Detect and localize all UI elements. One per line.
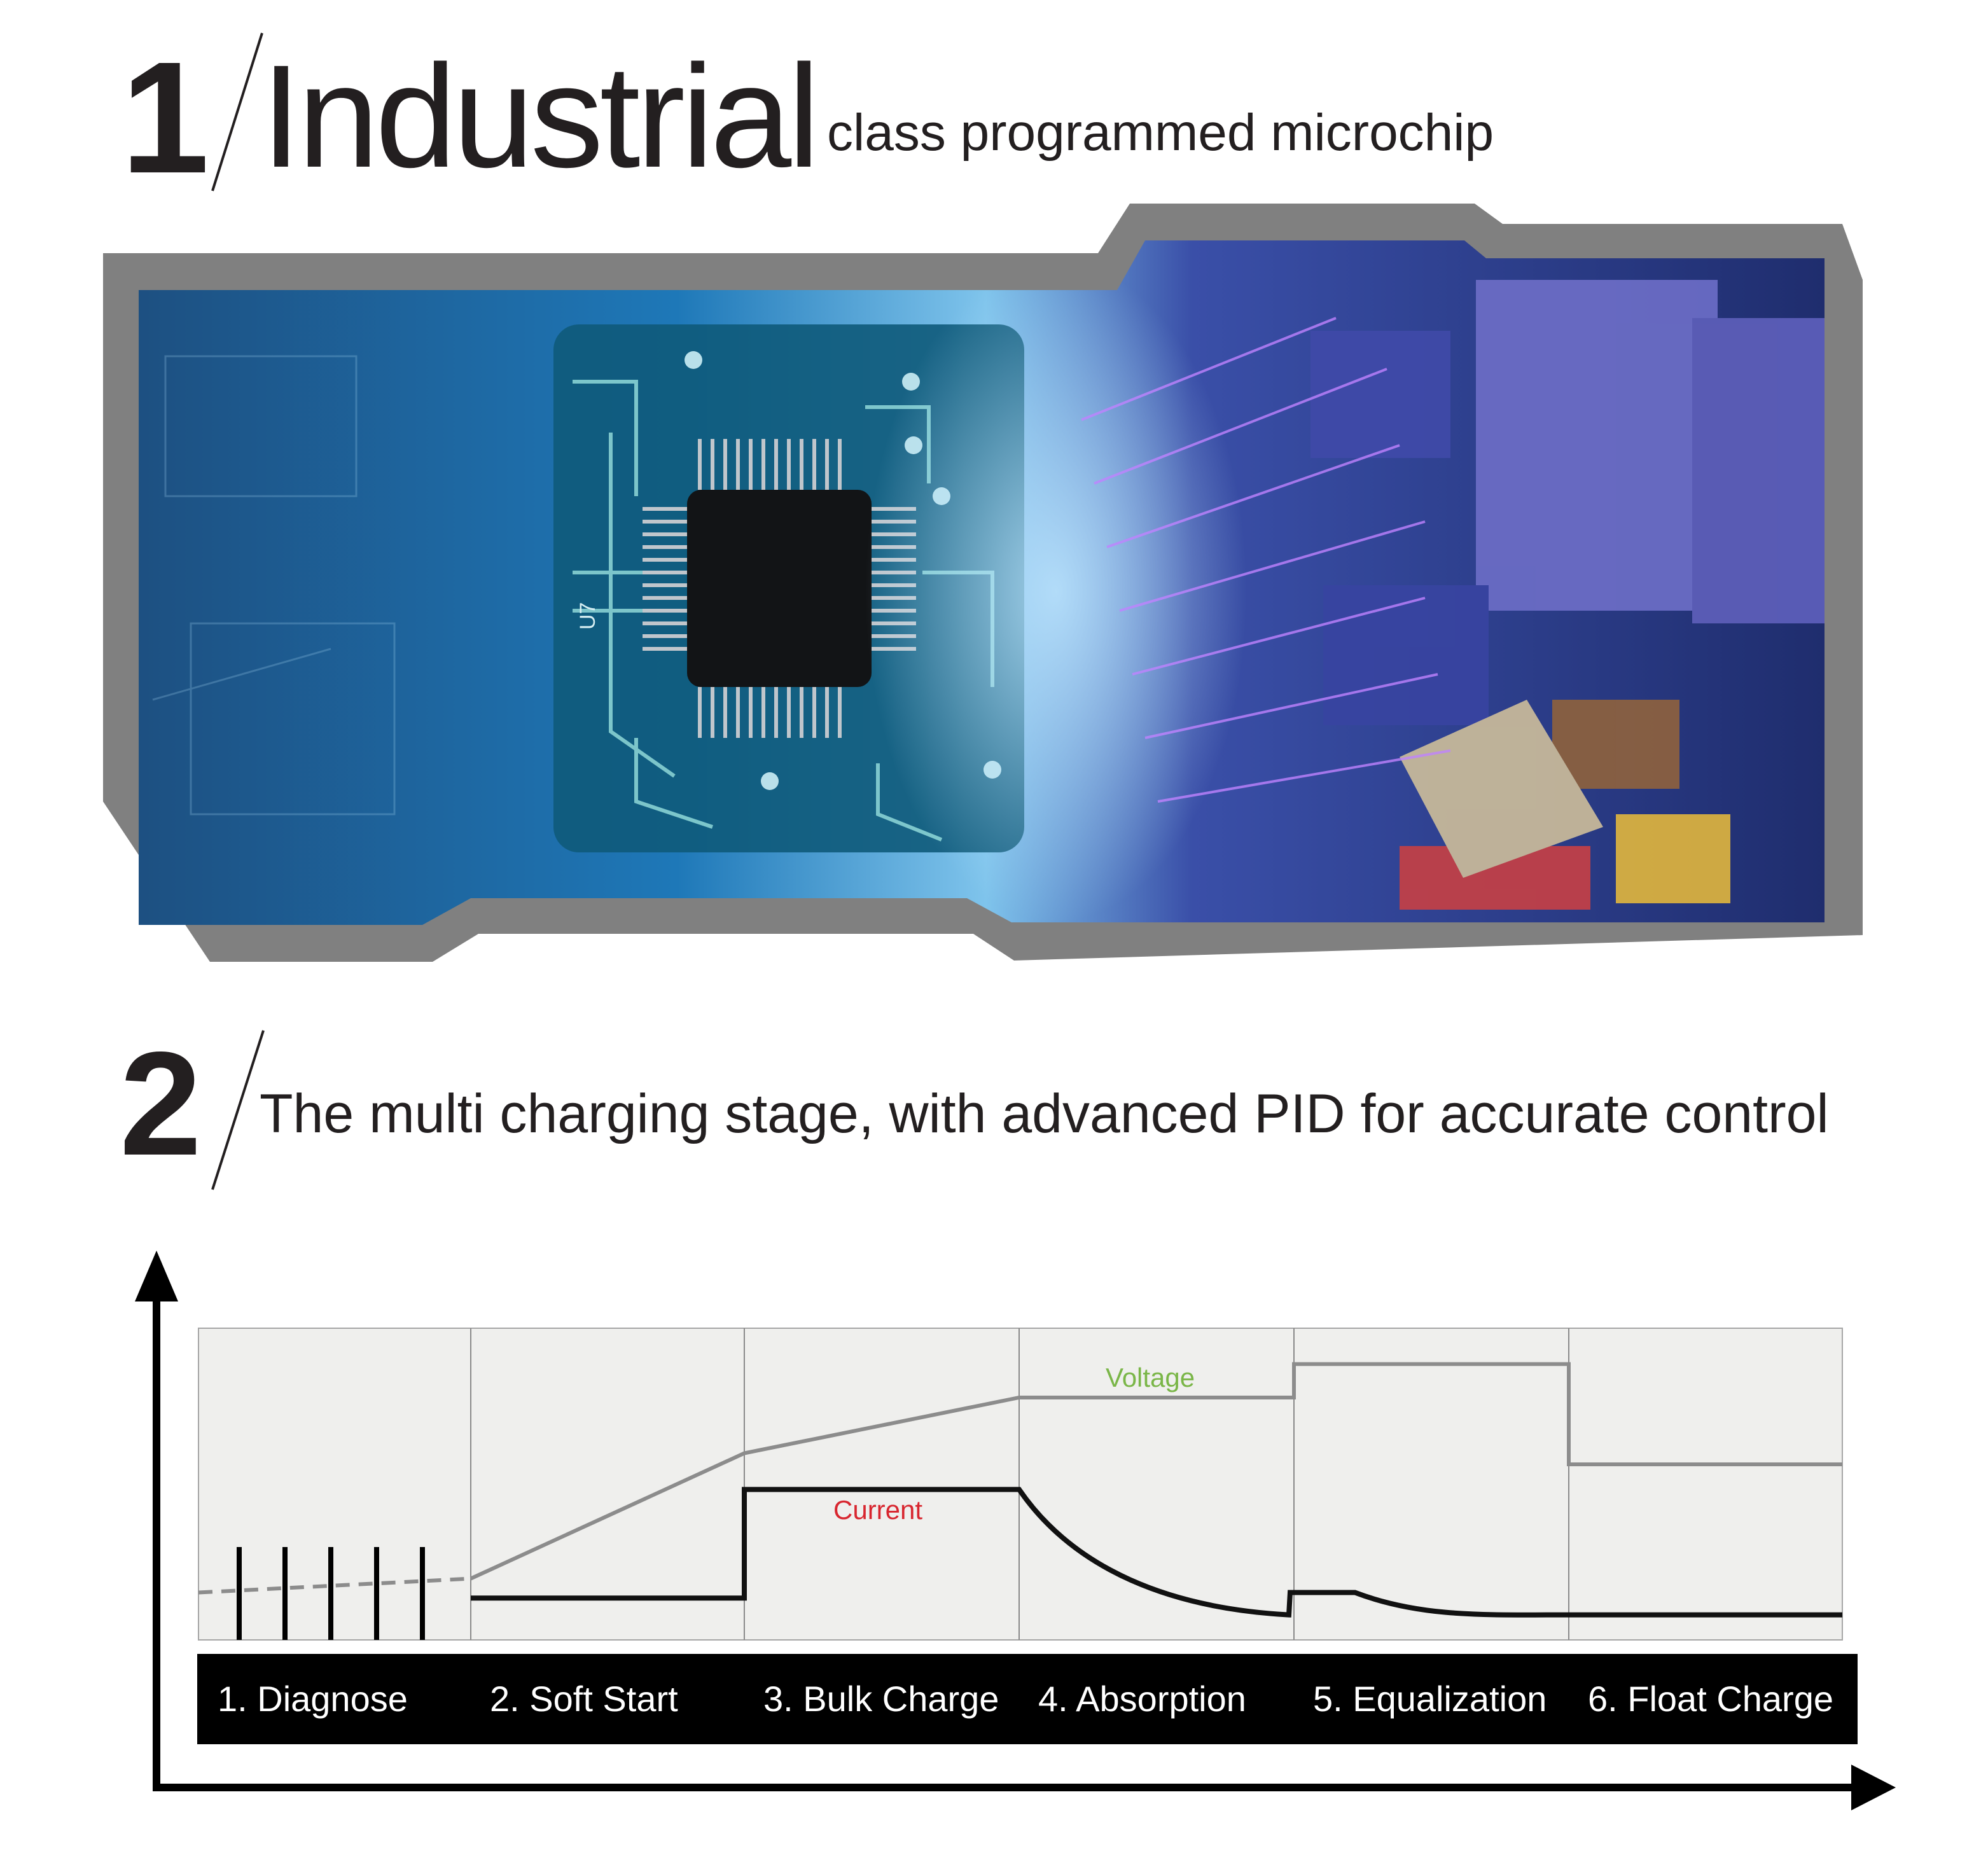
section-1-title: Industrial [261, 34, 820, 198]
stage-label: 3. Bulk Charge [763, 1679, 999, 1719]
x-axis-arrow [1851, 1765, 1896, 1810]
chip-marking: U7 [576, 602, 600, 630]
stage-label: 6. Float Charge [1588, 1679, 1833, 1719]
current-line [471, 1487, 1842, 1618]
section-2-slash [211, 1030, 265, 1190]
plot-area [198, 1328, 1843, 1641]
current-label: Current [833, 1495, 922, 1525]
stage-label: 5. Equalization [1313, 1679, 1547, 1719]
section-1-number: 1 [121, 29, 210, 206]
voltage-line [469, 1362, 1842, 1581]
voltage-label: Voltage [1106, 1363, 1195, 1392]
y-axis-arrow [135, 1251, 178, 1301]
microchip-photo: U7 [103, 204, 1863, 962]
section-2-title: The multi charging stage, with advanced … [260, 1083, 1829, 1144]
section-1-slash [211, 32, 263, 191]
stage-label: 4. Absorption [1038, 1679, 1246, 1719]
stage-label: 2. Soft Start [490, 1679, 678, 1719]
stage-label: 1. Diagnose [218, 1679, 408, 1719]
section-1-subtitle: class programmed microchip [827, 104, 1494, 162]
microchip [687, 490, 872, 687]
section-2-number: 2 [120, 1022, 202, 1186]
stage-label-bar [197, 1654, 1858, 1744]
diagnose-pulses [237, 1547, 425, 1640]
